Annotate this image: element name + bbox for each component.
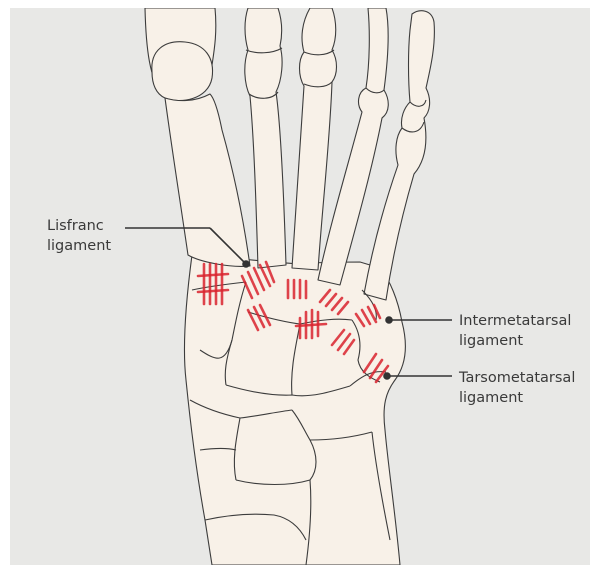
intermetatarsal-ligament-label: Intermetatarsal ligament	[459, 311, 571, 351]
lisfranc-label-line2: ligament	[47, 236, 111, 256]
tarsometatarsal-label-line2: ligament	[459, 388, 575, 408]
lisfranc-leader-dot	[243, 261, 249, 267]
foot-outline	[184, 255, 405, 565]
hallux-phalanx-head	[152, 42, 213, 101]
tarsometatarsal-leader-dot	[384, 373, 390, 379]
tarsometatarsal-label-line1: Tarsometatarsal	[459, 368, 575, 388]
lisfranc-label-line1: Lisfranc	[47, 216, 111, 236]
intermetatarsal-label-line1: Intermetatarsal	[459, 311, 571, 331]
intermetatarsal-leader-dot	[386, 317, 392, 323]
second-toe	[245, 8, 286, 268]
intermetatarsal-label-line2: ligament	[459, 331, 571, 351]
first-metatarsal	[165, 94, 250, 266]
tarsometatarsal-ligament-label: Tarsometatarsal ligament	[459, 368, 575, 408]
lisfranc-ligament-label: Lisfranc ligament	[47, 216, 111, 256]
